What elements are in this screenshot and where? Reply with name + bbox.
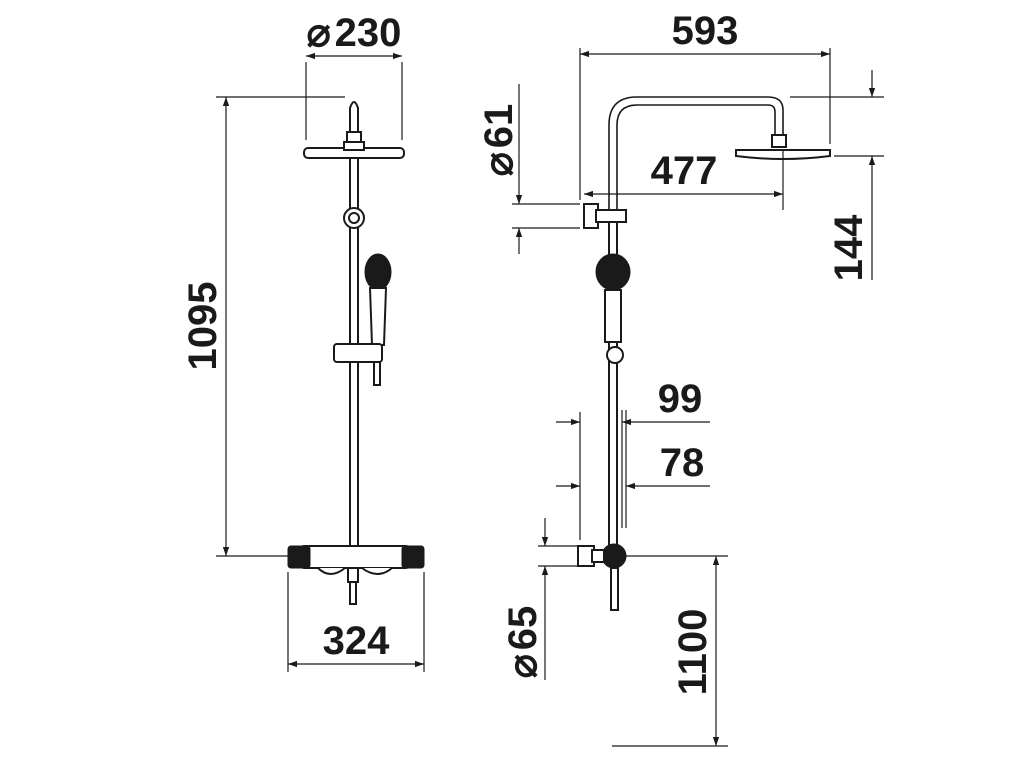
side-outlet-pipe <box>610 567 619 611</box>
side-mixer-body <box>601 543 627 569</box>
side-slider <box>606 346 624 364</box>
diameter-symbol: ⌀ <box>477 152 521 176</box>
diameter-symbol: ⌀ <box>501 654 545 678</box>
dim-mixer-width-value: 324 <box>323 619 390 663</box>
front-mixer-body <box>299 545 411 569</box>
side-dim-hose-offset-inner: 78 <box>556 441 710 490</box>
dim-head-drop-value: 144 <box>827 214 871 281</box>
dim-hose-offset-outer-value: 99 <box>658 377 703 421</box>
front-mixer-handle-right <box>401 545 425 569</box>
dim-hose-offset-inner-value: 78 <box>660 441 705 485</box>
front-slider <box>333 343 383 363</box>
dim-mounting-height-value: 1100 <box>671 609 715 696</box>
svg-text:⌀230: ⌀230 <box>307 11 402 55</box>
front-top-nut <box>346 131 362 143</box>
side-dim-arm-projection: 477 <box>584 149 784 210</box>
dim-head-diameter-value: 230 <box>335 11 402 55</box>
front-top-connector <box>349 101 359 140</box>
dim-bracket-diameter-value: 61 <box>477 104 521 149</box>
front-hand-shower-handle <box>368 287 388 346</box>
front-mixer-bottom-left <box>317 567 346 575</box>
side-head-mount <box>771 134 787 148</box>
front-ring-inner <box>348 212 360 224</box>
front-dim-overall-height: 1095 <box>181 96 345 557</box>
side-hand-shower-handle <box>604 289 622 343</box>
side-hand-shower-head <box>595 253 631 291</box>
front-hand-shower-head <box>364 253 392 291</box>
dim-inlet-diameter-value: 65 <box>501 606 545 651</box>
front-outlet-nut <box>347 567 359 583</box>
side-dim-hose-offset-outer: 99 <box>556 377 710 540</box>
svg-text:⌀65: ⌀ 65 <box>501 606 545 679</box>
side-dim-bracket-diameter: ⌀ 61 <box>477 84 580 254</box>
front-dim-mixer-width: 324 <box>287 572 425 672</box>
side-inlet-nut <box>591 549 605 563</box>
front-mixer-handle-left <box>287 545 311 569</box>
side-overhead-arm <box>608 96 784 210</box>
side-bracket-clamp <box>595 209 627 223</box>
side-dim-head-drop: 144 <box>790 70 884 281</box>
front-mixer-bottom-right <box>361 567 393 575</box>
side-dim-inlet-diameter: ⌀ 65 <box>501 518 578 680</box>
front-view <box>287 101 425 605</box>
diameter-symbol: ⌀ <box>307 11 331 55</box>
front-head-joint <box>343 141 365 151</box>
side-view <box>577 96 831 611</box>
side-dim-mounting-height: 1100 <box>612 555 728 747</box>
dim-arm-projection-value: 477 <box>651 149 718 193</box>
front-dim-head-diameter: ⌀230 <box>305 11 403 140</box>
dim-arm-length-value: 593 <box>672 9 739 53</box>
dim-overall-height-value: 1095 <box>181 282 225 371</box>
side-dim-arm-length: 593 <box>579 9 831 200</box>
svg-text:⌀61: ⌀ 61 <box>477 104 521 177</box>
front-outlet-pipe <box>349 581 357 605</box>
